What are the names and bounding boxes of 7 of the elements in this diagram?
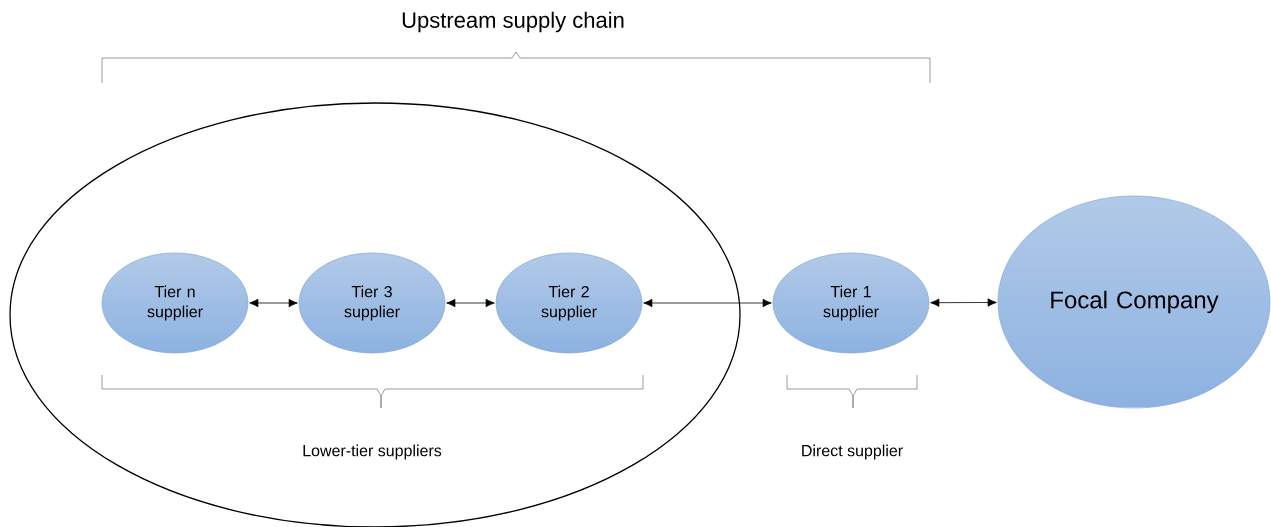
arrow [930,298,997,307]
group-label: Lower-tier suppliers [303,444,442,460]
arrow [249,298,298,308]
arrow [446,298,495,308]
group-label: Direct supplier [802,444,903,460]
heading: Upstream supply chain [402,11,624,33]
arrow [643,298,772,308]
